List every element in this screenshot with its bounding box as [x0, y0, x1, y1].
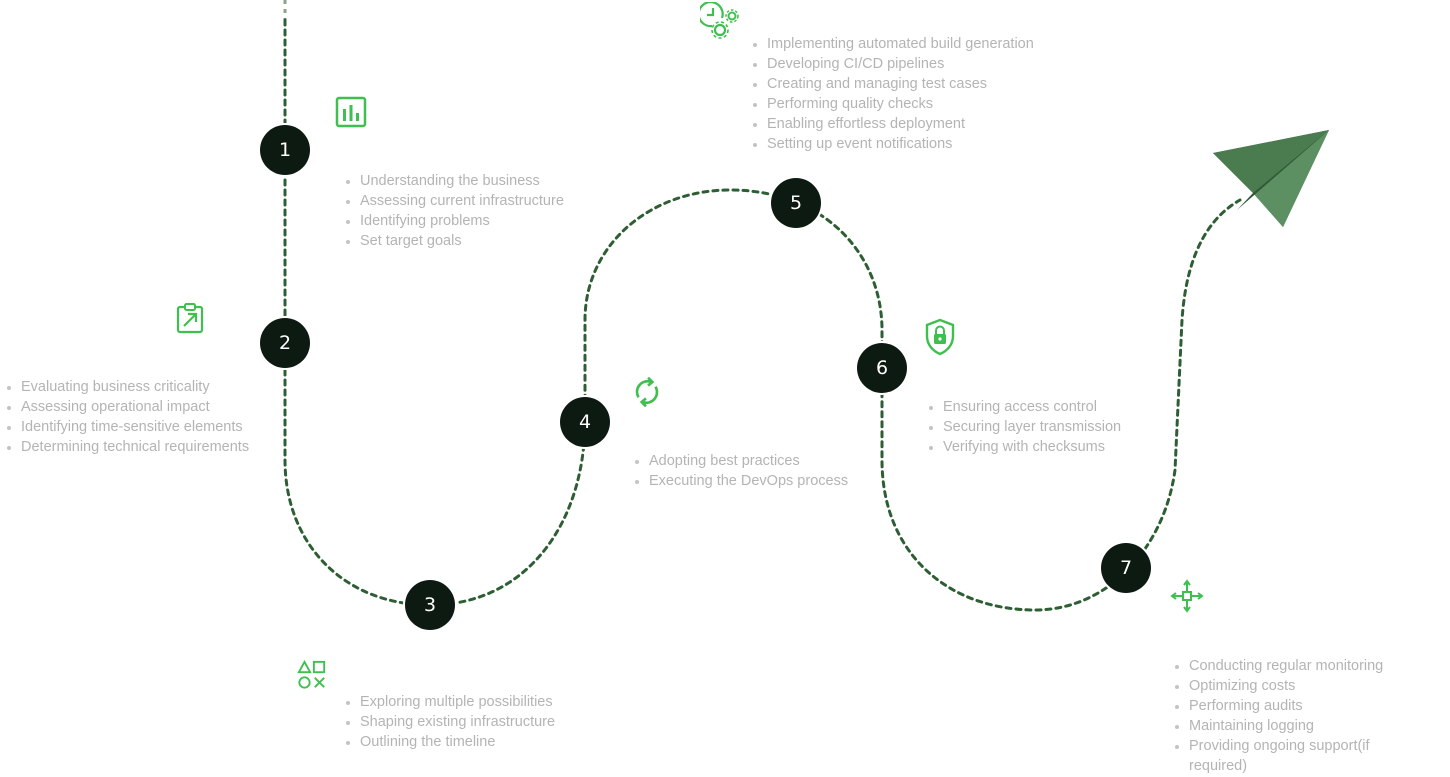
step-number: 4 [578, 411, 592, 433]
step-number: 5 [789, 192, 803, 214]
list-item: Understanding the business [346, 171, 564, 191]
step-number: 3 [423, 594, 437, 616]
list-item: Outlining the timeline [346, 732, 555, 752]
shapes-icon [297, 659, 327, 690]
step-number: 1 [278, 139, 292, 161]
list-item: Conducting regular monitoring [1175, 656, 1415, 676]
list-item: Securing layer transmission [929, 417, 1121, 437]
step-4-marker: 4 [560, 397, 610, 447]
list-item: Determining technical requirements [7, 437, 249, 457]
step-5-list: Implementing automated build generation … [753, 34, 1034, 154]
move-arrows-icon [1169, 578, 1205, 614]
step-6-list: Ensuring access control Securing layer t… [929, 397, 1121, 457]
step-7-marker: 7 [1101, 543, 1151, 593]
list-item: Optimizing costs [1175, 676, 1415, 696]
step-6-marker: 6 [857, 343, 907, 393]
clipboard-arrow-icon [174, 302, 206, 334]
list-item: Executing the DevOps process [635, 471, 848, 491]
list-item: Ensuring access control [929, 397, 1121, 417]
list-item: Verifying with checksums [929, 437, 1121, 457]
list-item: Assessing current infrastructure [346, 191, 564, 211]
list-item: Enabling effortless deployment [753, 114, 1034, 134]
list-item: Evaluating business criticality [7, 377, 249, 397]
step-number: 6 [875, 357, 889, 379]
list-item: Setting up event notifications [753, 134, 1034, 154]
step-number: 7 [1119, 557, 1133, 579]
step-3-marker: 3 [405, 580, 455, 630]
list-item: Adopting best practices [635, 451, 848, 471]
step-number: 2 [278, 332, 292, 354]
step-2-marker: 2 [260, 318, 310, 368]
step-5-marker: 5 [771, 178, 821, 228]
list-item: Shaping existing infrastructure [346, 712, 555, 732]
list-item: Maintaining logging [1175, 716, 1415, 736]
shield-lock-icon [924, 318, 956, 356]
step-7-list: Conducting regular monitoring Optimizing… [1175, 656, 1415, 776]
step-2-list: Evaluating business criticality Assessin… [7, 377, 249, 457]
list-item: Set target goals [346, 231, 564, 251]
list-item: Developing CI/CD pipelines [753, 54, 1034, 74]
list-item: Providing ongoing support(if required) [1175, 736, 1415, 776]
refresh-icon [630, 375, 664, 409]
step-1-marker: 1 [260, 125, 310, 175]
list-item: Creating and managing test cases [753, 74, 1034, 94]
list-item: Implementing automated build generation [753, 34, 1034, 54]
list-item: Exploring multiple possibilities [346, 692, 555, 712]
clock-gear-icon [697, 0, 740, 40]
bar-chart-icon [335, 96, 367, 128]
list-item: Identifying problems [346, 211, 564, 231]
step-4-list: Adopting best practices Executing the De… [635, 451, 848, 491]
list-item: Assessing operational impact [7, 397, 249, 417]
list-item: Identifying time-sensitive elements [7, 417, 249, 437]
list-item: Performing audits [1175, 696, 1415, 716]
step-3-list: Exploring multiple possibilities Shaping… [346, 692, 555, 752]
paper-plane-icon [1213, 130, 1329, 227]
step-1-list: Understanding the business Assessing cur… [346, 171, 564, 251]
list-item: Performing quality checks [753, 94, 1034, 114]
